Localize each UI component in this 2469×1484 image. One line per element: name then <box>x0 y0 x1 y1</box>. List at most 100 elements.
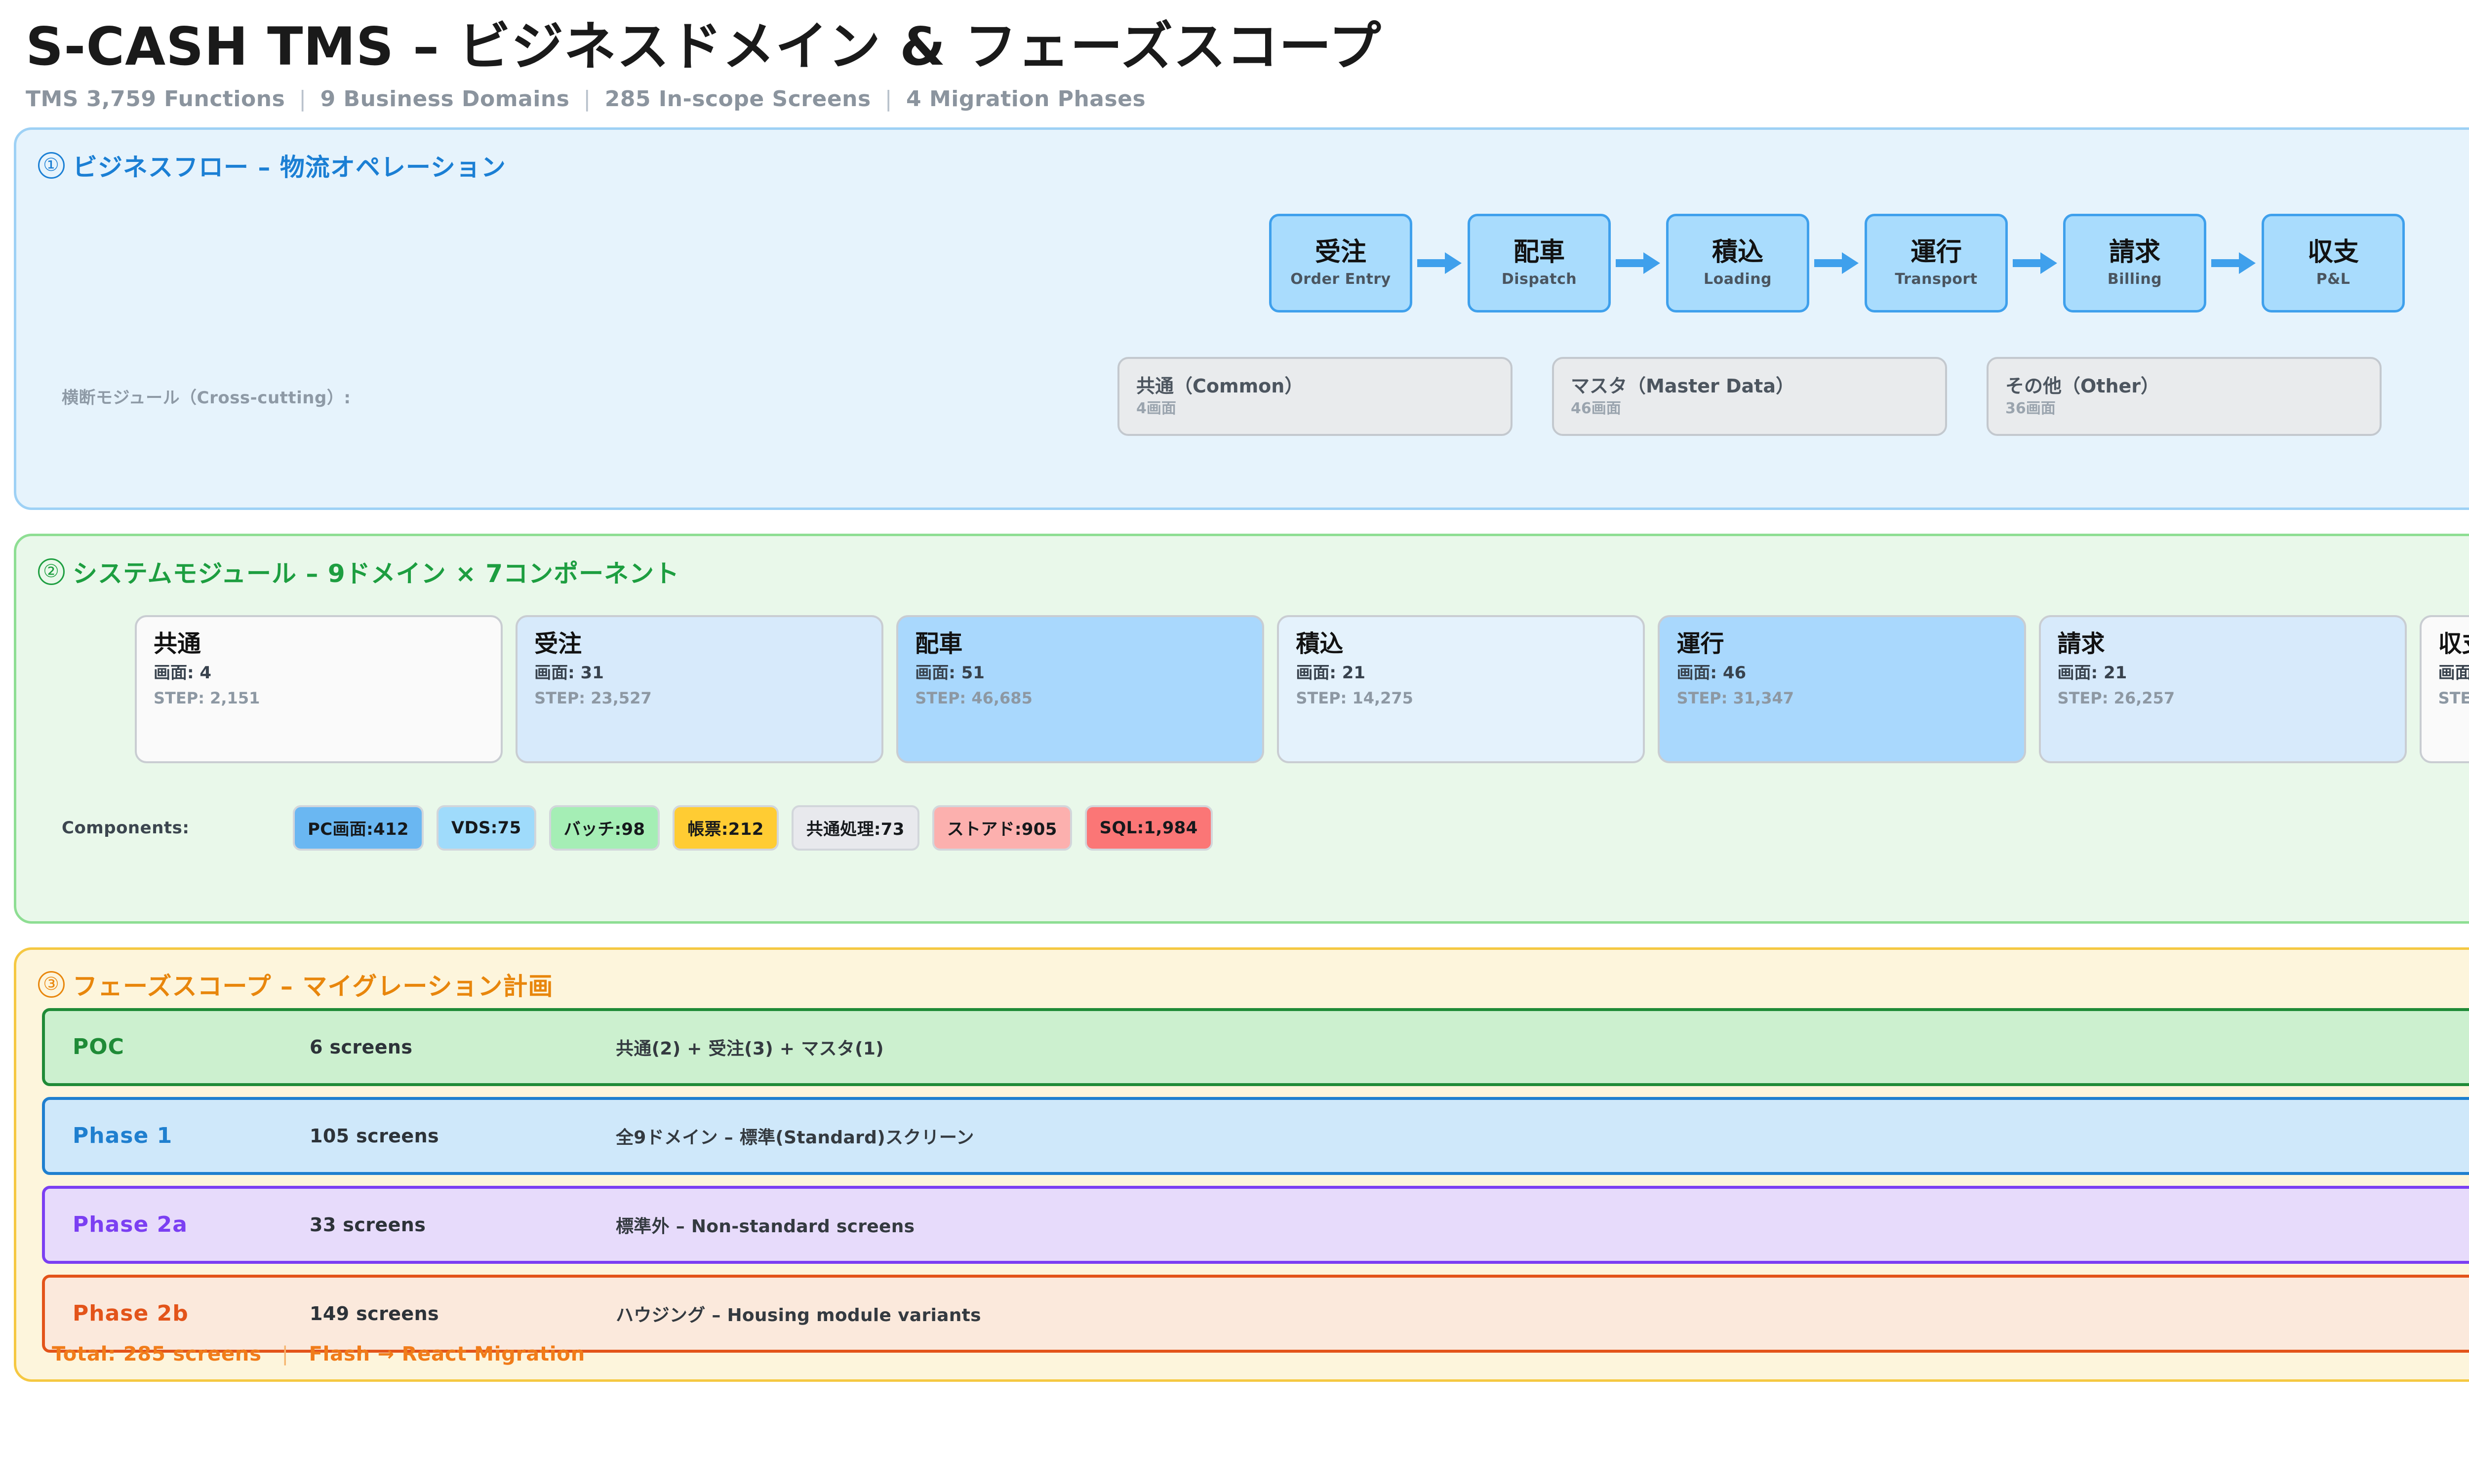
flow-step-p-l[interactable]: 収支 P&L <box>2262 213 2405 312</box>
phase-description: ハウジング – Housing module variants <box>616 1305 981 1326</box>
flow-step-transport[interactable]: 運行 Transport <box>1865 213 2008 312</box>
flow-arrow-icon <box>1412 249 1468 277</box>
phase-name: POC <box>73 1034 124 1060</box>
domain-card-name: 収支 <box>2438 629 2469 658</box>
domain-card-screens: 画面: 21 <box>1296 663 1366 683</box>
component-chip-6[interactable]: SQL:1,984 <box>1084 805 1213 851</box>
domain-card-4[interactable]: 運行画面: 46 STEP: 31,347 <box>1658 615 2026 763</box>
crosscutting-row: 横断モジュール（Cross-cutting）: 共通（Common） 4画面 マスタ… <box>16 356 2469 436</box>
crosscutting-module-count: 4画面 <box>1136 399 1176 417</box>
stat-business-domains: 9 Business Domains <box>320 86 570 112</box>
domain-card-name: 配車 <box>915 629 963 658</box>
crosscutting-module-name: 共通（Common） <box>1136 375 1304 397</box>
flow-step-dispatch[interactable]: 配車 Dispatch <box>1468 213 1611 312</box>
page-title: S-CASH TMS – ビジネスドメイン & フェーズスコープ <box>26 16 1382 77</box>
section-number-badge: ③ <box>38 971 65 998</box>
section-number-badge: ② <box>38 558 65 585</box>
section-phase-scope-label: フェーズスコープ – マイグレーション計画 <box>73 972 554 1001</box>
domain-card-name: 運行 <box>1676 629 1724 658</box>
page-header: S-CASH TMS – ビジネスドメイン & フェーズスコープ TMS 3,7… <box>14 0 2469 112</box>
flow-arrow-icon <box>2008 249 2063 277</box>
domain-card-steps: STEP: 26,257 <box>2057 688 2175 707</box>
crosscutting-label: 横断モジュール（Cross-cutting）: <box>62 388 351 408</box>
domain-card-name: 積込 <box>1296 629 1344 658</box>
footer-summary: Total: 285 screens | Flash → React Migra… <box>52 1343 585 1366</box>
crosscutting-module-name: マスタ（Master Data） <box>1571 375 1794 397</box>
component-chip-4[interactable]: 共通処理:73 <box>791 805 919 851</box>
domain-card-steps: STEP: 23,527 <box>534 688 652 707</box>
domain-card-3[interactable]: 積込画面: 21 STEP: 14,275 <box>1277 615 1645 763</box>
domain-card-5[interactable]: 請求画面: 21 STEP: 26,257 <box>2038 615 2407 763</box>
footer-total: Total: 285 screens <box>52 1342 262 1366</box>
flow-step-label-jp: 配車 <box>1513 237 1565 267</box>
component-chip-3[interactable]: 帳票:212 <box>673 805 779 851</box>
domain-card-screens: 画面: 21 <box>2057 663 2127 683</box>
flow-step-label-jp: 収支 <box>2307 237 2359 267</box>
domain-card-screens: 画面: 7 <box>2438 663 2469 683</box>
flow-step-label-jp: 請求 <box>2109 237 2160 267</box>
components-label: Components: <box>62 818 190 838</box>
flow-step-label-jp: 運行 <box>1910 237 1962 267</box>
phase-screen-count: 33 screens <box>310 1213 426 1236</box>
crosscutting-module-count: 46画面 <box>1571 399 1621 417</box>
domain-card-6[interactable]: 収支画面: 7 STEP: 1,728 <box>2419 615 2469 763</box>
phase-description: 共通(2) + 受注(3) + マスタ(1) <box>616 1038 884 1059</box>
component-chip-1[interactable]: VDS:75 <box>436 805 536 851</box>
phase-name: Phase 2a <box>73 1212 188 1238</box>
domain-card-steps: STEP: 1,728 <box>2438 688 2469 707</box>
phase-description: 全9ドメイン – 標準(Standard)スクリーン <box>616 1127 974 1148</box>
flow-arrow-icon <box>2206 249 2262 277</box>
flow-step-order-entry[interactable]: 受注 Order Entry <box>1269 213 1412 312</box>
domain-card-screens: 画面: 4 <box>154 663 212 683</box>
section-system-modules-label: システムモジュール – 9ドメイン × 7コンポーネント <box>73 559 680 588</box>
section-business-flow: ① ビジネスフロー – 物流オペレーション 受注 Order Entry 配車 Dis… <box>14 127 2469 510</box>
component-chip-2[interactable]: バッチ:98 <box>549 805 660 851</box>
section-business-flow-label: ビジネスフロー – 物流オペレーション <box>73 153 506 182</box>
flow-step-label-jp: 積込 <box>1712 237 1763 267</box>
footer-separator: | <box>281 1342 289 1366</box>
domain-card-steps: STEP: 31,347 <box>1676 688 1794 707</box>
domain-card-screens: 画面: 31 <box>534 663 604 683</box>
crosscutting-module-count: 36画面 <box>2005 399 2056 417</box>
domain-card-steps: STEP: 2,151 <box>154 688 260 707</box>
footer-migration: Flash → React Migration <box>309 1342 585 1366</box>
components-row: Components: PC画面:412 VDS:75 バッチ:98 帳票:212 共通… <box>16 805 2469 851</box>
domain-card-screens: 画面: 46 <box>1676 663 1747 683</box>
stat-functions: TMS 3,759 Functions <box>26 86 285 112</box>
crosscutting-module-0[interactable]: 共通（Common） 4画面 <box>1117 356 1513 436</box>
domain-card-steps: STEP: 14,275 <box>1296 688 1413 707</box>
section-phase-scope-title: ③ フェーズスコープ – マイグレーション計画 <box>38 967 2469 1002</box>
header-stats: TMS 3,759 Functions | 9 Business Domains… <box>26 86 2469 112</box>
crosscutting-module-name: その他（Other） <box>2005 375 2160 397</box>
section-business-flow-title: ① ビジネスフロー – 物流オペレーション <box>38 148 2469 183</box>
stat-inscope-screens: 285 In-scope Screens <box>604 86 871 112</box>
flow-step-label-en: Transport <box>1895 270 1978 288</box>
crosscutting-module-1[interactable]: マスタ（Master Data） 46画面 <box>1552 356 1947 436</box>
flow-step-label-en: P&L <box>2316 270 2350 288</box>
section-number-badge: ① <box>38 152 65 179</box>
stat-migration-phases: 4 Migration Phases <box>906 86 1146 112</box>
flow-step-label-en: Order Entry <box>1290 270 1391 288</box>
domain-card-name: 請求 <box>2057 629 2105 658</box>
flow-step-label-jp: 受注 <box>1314 237 1366 267</box>
domain-card-screens: 画面: 51 <box>915 663 985 683</box>
component-chip-5[interactable]: ストアド:905 <box>932 805 1072 851</box>
crosscutting-module-2[interactable]: その他（Other） 36画面 <box>1987 356 2382 436</box>
flow-arrow-icon <box>1611 249 1666 277</box>
component-chip-list: PC画面:412 VDS:75 バッチ:98 帳票:212 共通処理:73 ストアド:90… <box>293 805 1213 851</box>
flow-step-label-en: Dispatch <box>1501 270 1577 288</box>
component-chip-0[interactable]: PC画面:412 <box>293 805 424 851</box>
